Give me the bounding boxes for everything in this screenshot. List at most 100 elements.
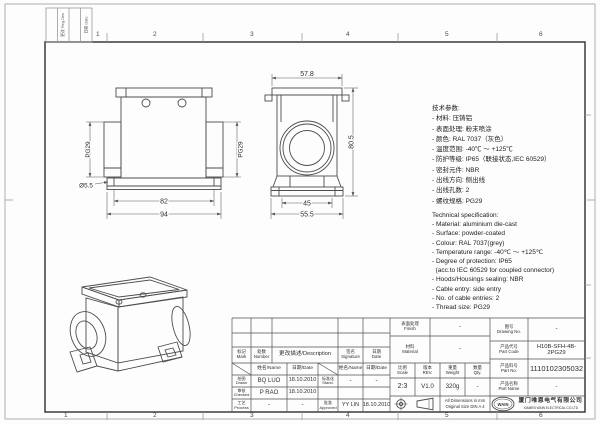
iso-body-left-face: [85, 297, 119, 364]
label-cn: 标准化: [322, 375, 334, 381]
label-cn: 数量: [473, 364, 482, 370]
side-tab-right: [341, 94, 350, 102]
drawn-role: 绘图 Drawn: [232, 375, 251, 387]
label-en: Weight: [445, 369, 460, 375]
spec-line: - 密封元件: NBR: [432, 166, 480, 174]
spec-line: - 螺纹规格: PG29: [432, 197, 483, 205]
zone-number-top: 1: [96, 31, 100, 38]
drawn-name: BQ LUO: [257, 377, 281, 384]
label-en: Process: [234, 404, 249, 410]
label-cn: 处数: [257, 349, 266, 355]
label-en: Date: [371, 354, 382, 359]
cable-boss-right: [205, 121, 224, 178]
guide-pin-hole-left: [141, 98, 151, 108]
part-no-value: 1110102305032: [529, 363, 584, 373]
qty-label: 数量 Qty.: [465, 363, 490, 378]
label-cn: 比例: [398, 364, 407, 370]
zone-number-bottom: 6: [539, 412, 543, 419]
zone-number-top: 2: [153, 31, 157, 38]
change-mark-header: 标记 Mark: [232, 347, 251, 363]
dim-94: 94: [160, 212, 168, 219]
checked-date: 18.10.2010: [288, 389, 317, 396]
label-cn: 产品代号: [500, 344, 518, 350]
spec-line: - 材料: 压铸铝: [432, 115, 473, 123]
iso-guide-pin: [139, 292, 147, 298]
zone-number-top: 4: [346, 31, 350, 38]
part-name-label: 产品名称 Part Name: [490, 378, 528, 396]
spec-block-cn: 技术参数:- 材料: 压铸铝- 表面处理: 粉末喷涂- 颜色: RAL 7037…: [432, 104, 584, 207]
change-signature-header: 签名 Signature: [338, 347, 363, 363]
process-name: -: [268, 402, 270, 409]
spec-line: - 温度范围: -40℃ ～ +125℃: [432, 146, 513, 154]
label-cn: 标记: [237, 349, 246, 355]
dim-45: 45: [303, 201, 311, 208]
material-value: -: [459, 346, 461, 353]
spec-line: Technical specification:: [432, 212, 499, 219]
dim-82: 82: [160, 199, 168, 206]
approved-date: 18.10.2010: [363, 401, 390, 408]
spec-line: - Colour: RAL 7037(grey): [432, 239, 505, 247]
logo-text: WAIN: [498, 402, 509, 407]
sign-date-header-2: 日期/Date: [365, 366, 388, 372]
label-en: Drawn: [235, 380, 248, 385]
side-top-cap: [271, 87, 343, 96]
checked-role: 审核 Checked: [232, 387, 251, 399]
zone-number-bottom: 3: [250, 412, 254, 419]
label-cn: 图号: [504, 323, 514, 329]
finish-value: -: [459, 323, 461, 330]
rev-value: V1.0: [421, 382, 434, 390]
page-border: [4, 3, 596, 420]
label-cn: 审核: [237, 387, 246, 393]
iso-cable-bore: [75, 320, 98, 350]
revision-strip-label: 日期 Date: [83, 16, 89, 34]
dimensions-note: All Dimensions in mm Original Size DIN A…: [440, 396, 490, 412]
label-cn: 材料: [405, 343, 415, 349]
label-en: Signature: [341, 354, 360, 359]
sign-name-header-1: 姓名/Name: [257, 366, 281, 372]
label-en: Approved: [319, 404, 337, 410]
side-tab-left: [264, 94, 273, 102]
part-code-value: H10B-SFH-4B-2PG29: [536, 343, 577, 356]
label-cn: 表面处理: [401, 321, 419, 327]
label-en: Material: [402, 348, 418, 354]
company-name-en: XIAMEN WAIN ELECTRICAL CO.LTD: [523, 405, 578, 410]
company-name: 厦门唯恩电气有限公司 XIAMEN WAIN ELECTRICAL CO.LTD: [516, 396, 585, 412]
process-date: -: [301, 402, 304, 409]
label-en: Mark: [236, 354, 247, 359]
side-view: 57.8 80.5 45 55.5: [264, 70, 358, 220]
drawing-no-value: -: [555, 326, 558, 333]
drawing-no-label: 图号 Drawing No.: [490, 318, 528, 341]
zone-ticks: [5, 33, 595, 420]
stand-name: -: [349, 377, 352, 384]
revision-strip-box: [45, 7, 93, 43]
spec-line: - Thread size: PG29: [432, 304, 491, 312]
zone-number-bottom: 5: [445, 412, 449, 419]
dim-dia-5-5: Ø5.5: [79, 183, 93, 190]
spec-block-en: Technical specification:- Material: alum…: [432, 211, 584, 312]
iso-body-right-face: [117, 296, 184, 364]
label-en: Part No.: [500, 367, 518, 373]
spec-line: - Hoods/Housings sealing: NBR: [432, 276, 524, 284]
drawn-date: 18.10.2010: [288, 377, 317, 384]
spec-line: - 出线孔数: 2: [432, 187, 470, 195]
material-label: 材料 Material: [390, 336, 430, 363]
zone-number-bottom: 4: [346, 412, 350, 419]
change-description-header: 更改描述/Description: [279, 351, 331, 358]
iso-cable-boss-far: [171, 306, 191, 346]
side-body: [276, 94, 338, 177]
label-en: REV.: [422, 369, 433, 375]
side-flange: [270, 186, 344, 197]
revision-strip-col2: 日期 Date: [81, 8, 93, 42]
iso-view: [69, 276, 191, 373]
front-flange: [106, 177, 222, 187]
label-en: Part Name: [498, 386, 520, 391]
dim-55-5: 55.5: [300, 212, 314, 219]
dim-57-8: 57.8: [300, 71, 314, 78]
cable-entry-outer: [279, 120, 335, 176]
part-name-value: -: [555, 383, 558, 390]
iso-lid-top: [81, 276, 188, 301]
iso-foot-left: [69, 346, 98, 373]
spec-line: - Degree of protection: IP65: [432, 258, 512, 266]
weight-label: 重量 Weight: [440, 363, 465, 378]
